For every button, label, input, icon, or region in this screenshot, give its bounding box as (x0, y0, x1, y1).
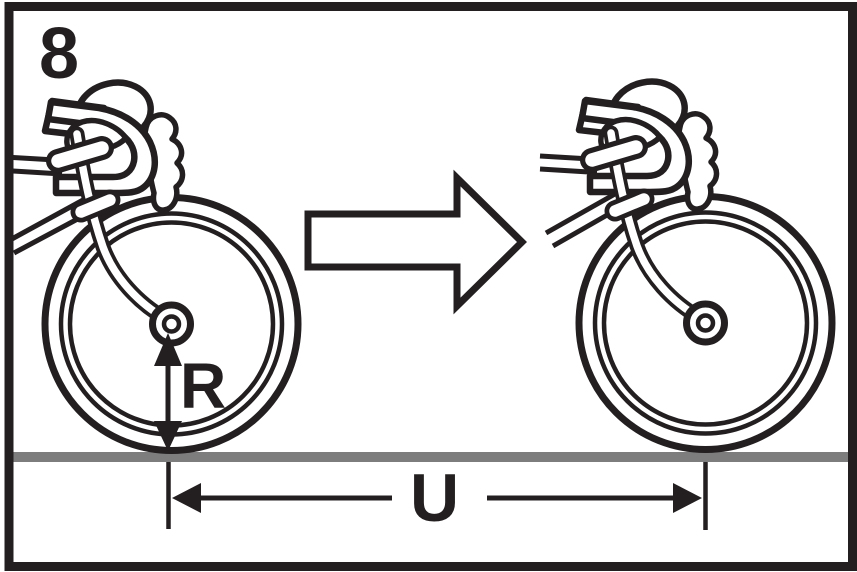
bicycle-front-end (579, 75, 832, 450)
left-bicycle (8, 76, 298, 451)
roll-direction-arrow (304, 169, 527, 315)
distance-label: U (410, 460, 459, 536)
right-bicycle (539, 75, 832, 450)
radius-measure: R (154, 333, 226, 451)
radius-arrowhead-down (154, 421, 182, 451)
figure-content: R U 8 (4, 2, 857, 571)
down-tube-stub (544, 187, 624, 236)
figure-number: 8 (39, 14, 79, 94)
distance-measure: U (166, 460, 708, 536)
radius-arrowhead-up (154, 333, 182, 366)
distance-arrowhead-left (172, 483, 201, 513)
top-tube-line (12, 168, 63, 177)
ground-line (13, 452, 848, 462)
top-tube-stub (539, 166, 598, 175)
figure-border (4, 2, 857, 571)
distance-arrowhead-right (673, 483, 702, 513)
radius-label: R (180, 350, 226, 422)
bicycle-front-end (45, 76, 298, 451)
